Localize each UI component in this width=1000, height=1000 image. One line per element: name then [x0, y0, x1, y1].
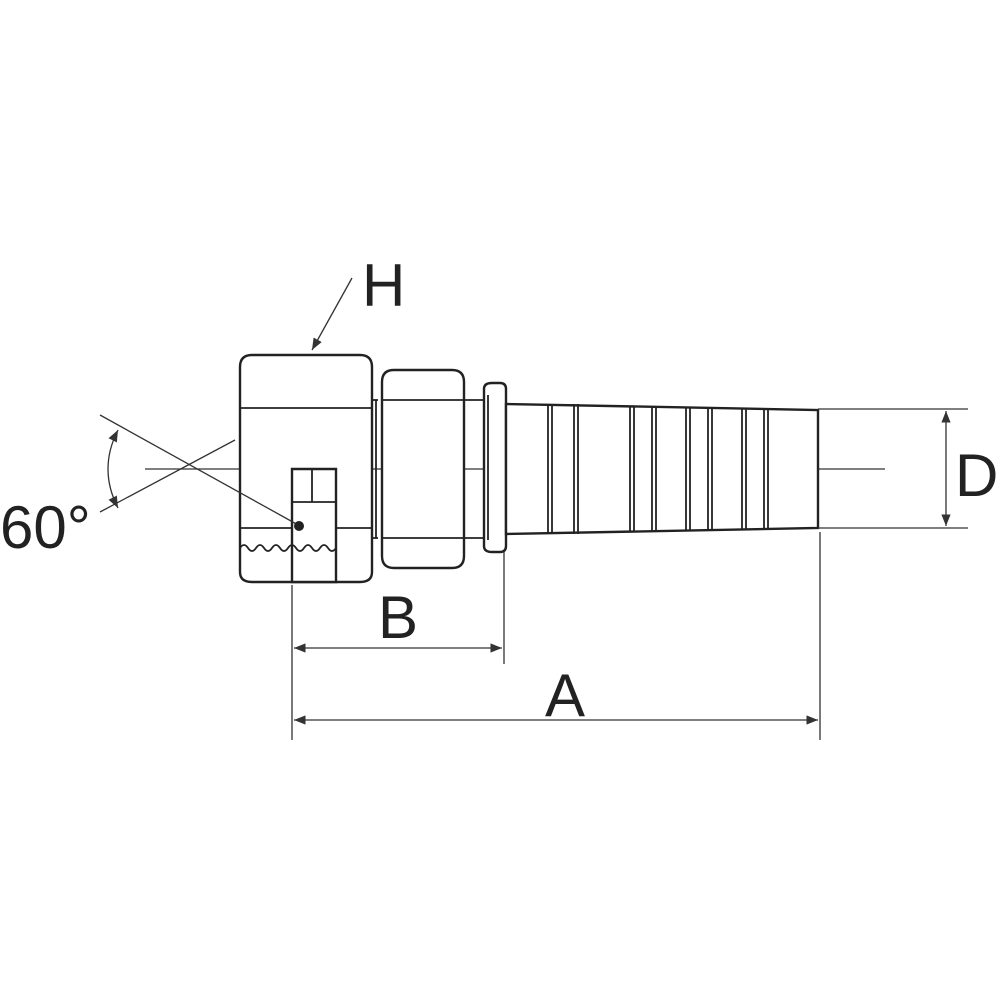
hex-size-label: H: [362, 252, 405, 319]
dim-b-label: B: [378, 584, 418, 651]
angle-label: 60°: [0, 494, 91, 561]
hex-leader: [311, 277, 353, 351]
dimension-d: [818, 408, 968, 529]
cone-angle-lines: [99, 414, 304, 531]
dim-a-label: A: [545, 662, 585, 729]
hex-nut: [238, 353, 378, 584]
dim-d-label: D: [955, 442, 998, 509]
collar: [375, 368, 484, 570]
hose-tail: [504, 402, 820, 536]
angle-arc: [107, 429, 119, 509]
flange-ring: [482, 381, 508, 554]
